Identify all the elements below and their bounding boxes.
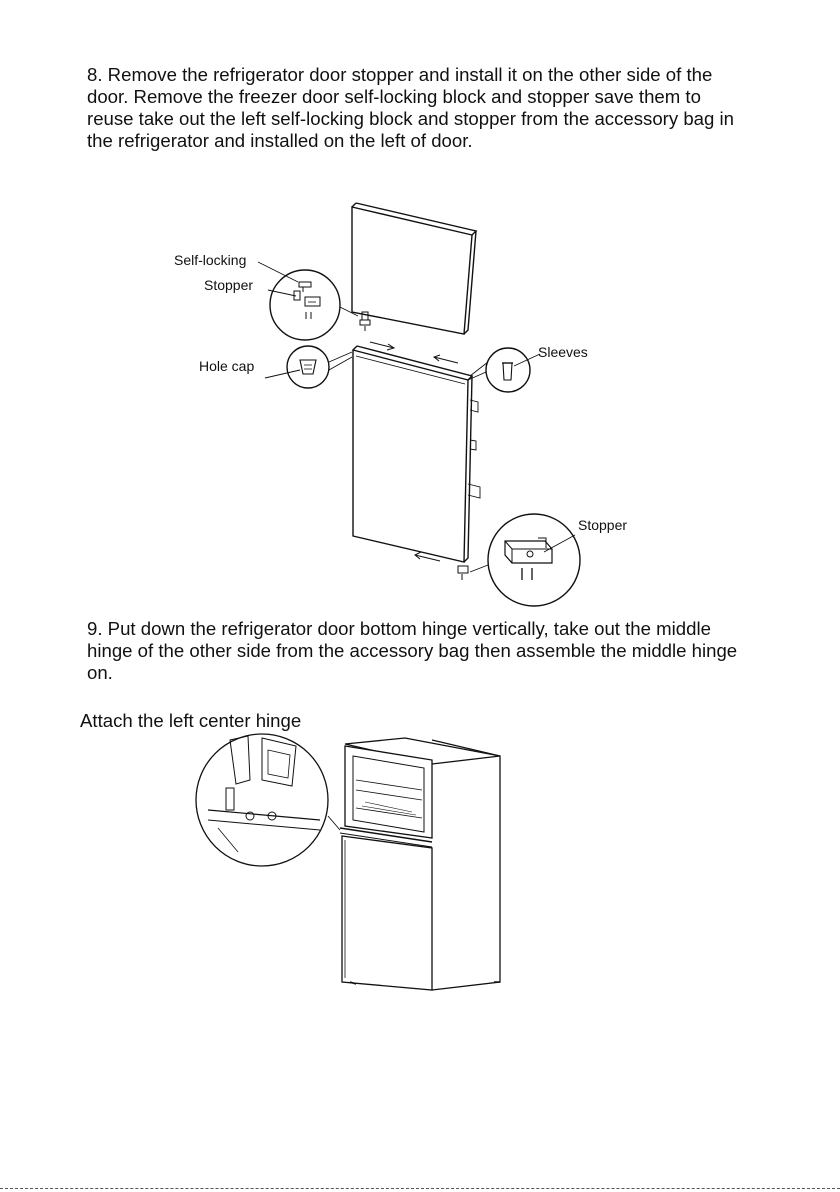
label-sleeves: Sleeves <box>538 344 588 360</box>
refrigerator-hinge-diagram <box>195 733 501 991</box>
page-bottom-rule <box>0 1188 840 1189</box>
label-stopper-top: Stopper <box>204 277 254 293</box>
label-hole-cap: Hole cap <box>199 358 255 374</box>
step-9-instruction: 9. Put down the refrigerator door bottom… <box>87 618 738 683</box>
figure-2-caption: Attach the left center hinge <box>80 710 302 731</box>
label-stopper-bottom: Stopper <box>578 517 628 533</box>
door-assembly-diagram <box>257 202 581 607</box>
label-self-locking: Self-locking <box>174 252 247 268</box>
step-8-instruction: 8. Remove the refrigerator door stopper … <box>87 64 734 151</box>
